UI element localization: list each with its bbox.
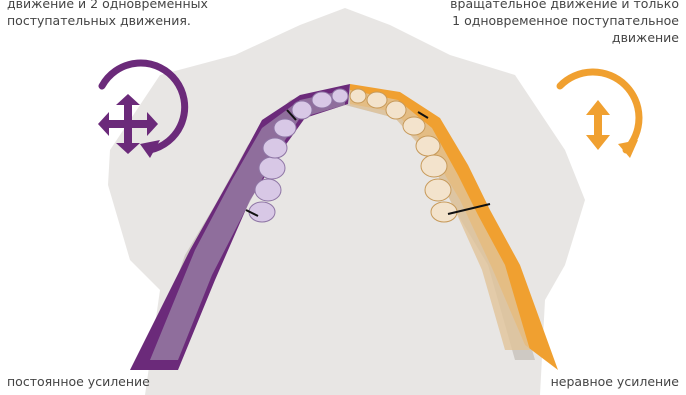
right-caption: вращательное движение и только 1 одновре…: [450, 0, 679, 46]
unequal-gain-label: неравное усиление: [551, 373, 679, 390]
constant-gain-label: постоянное усиление: [7, 373, 150, 390]
right-caption-line: движение: [450, 29, 679, 46]
rotation-vertical-arrow-icon: [560, 72, 639, 158]
right-caption-line: вращательное движение и только: [450, 0, 679, 12]
left-caption: движение и 2 одновременных поступательны…: [7, 0, 208, 29]
left-caption-line: движение и 2 одновременных: [7, 0, 208, 12]
right-caption-line: 1 одновременное поступательное: [450, 12, 679, 29]
left-caption-line: поступательных движения.: [7, 12, 208, 29]
